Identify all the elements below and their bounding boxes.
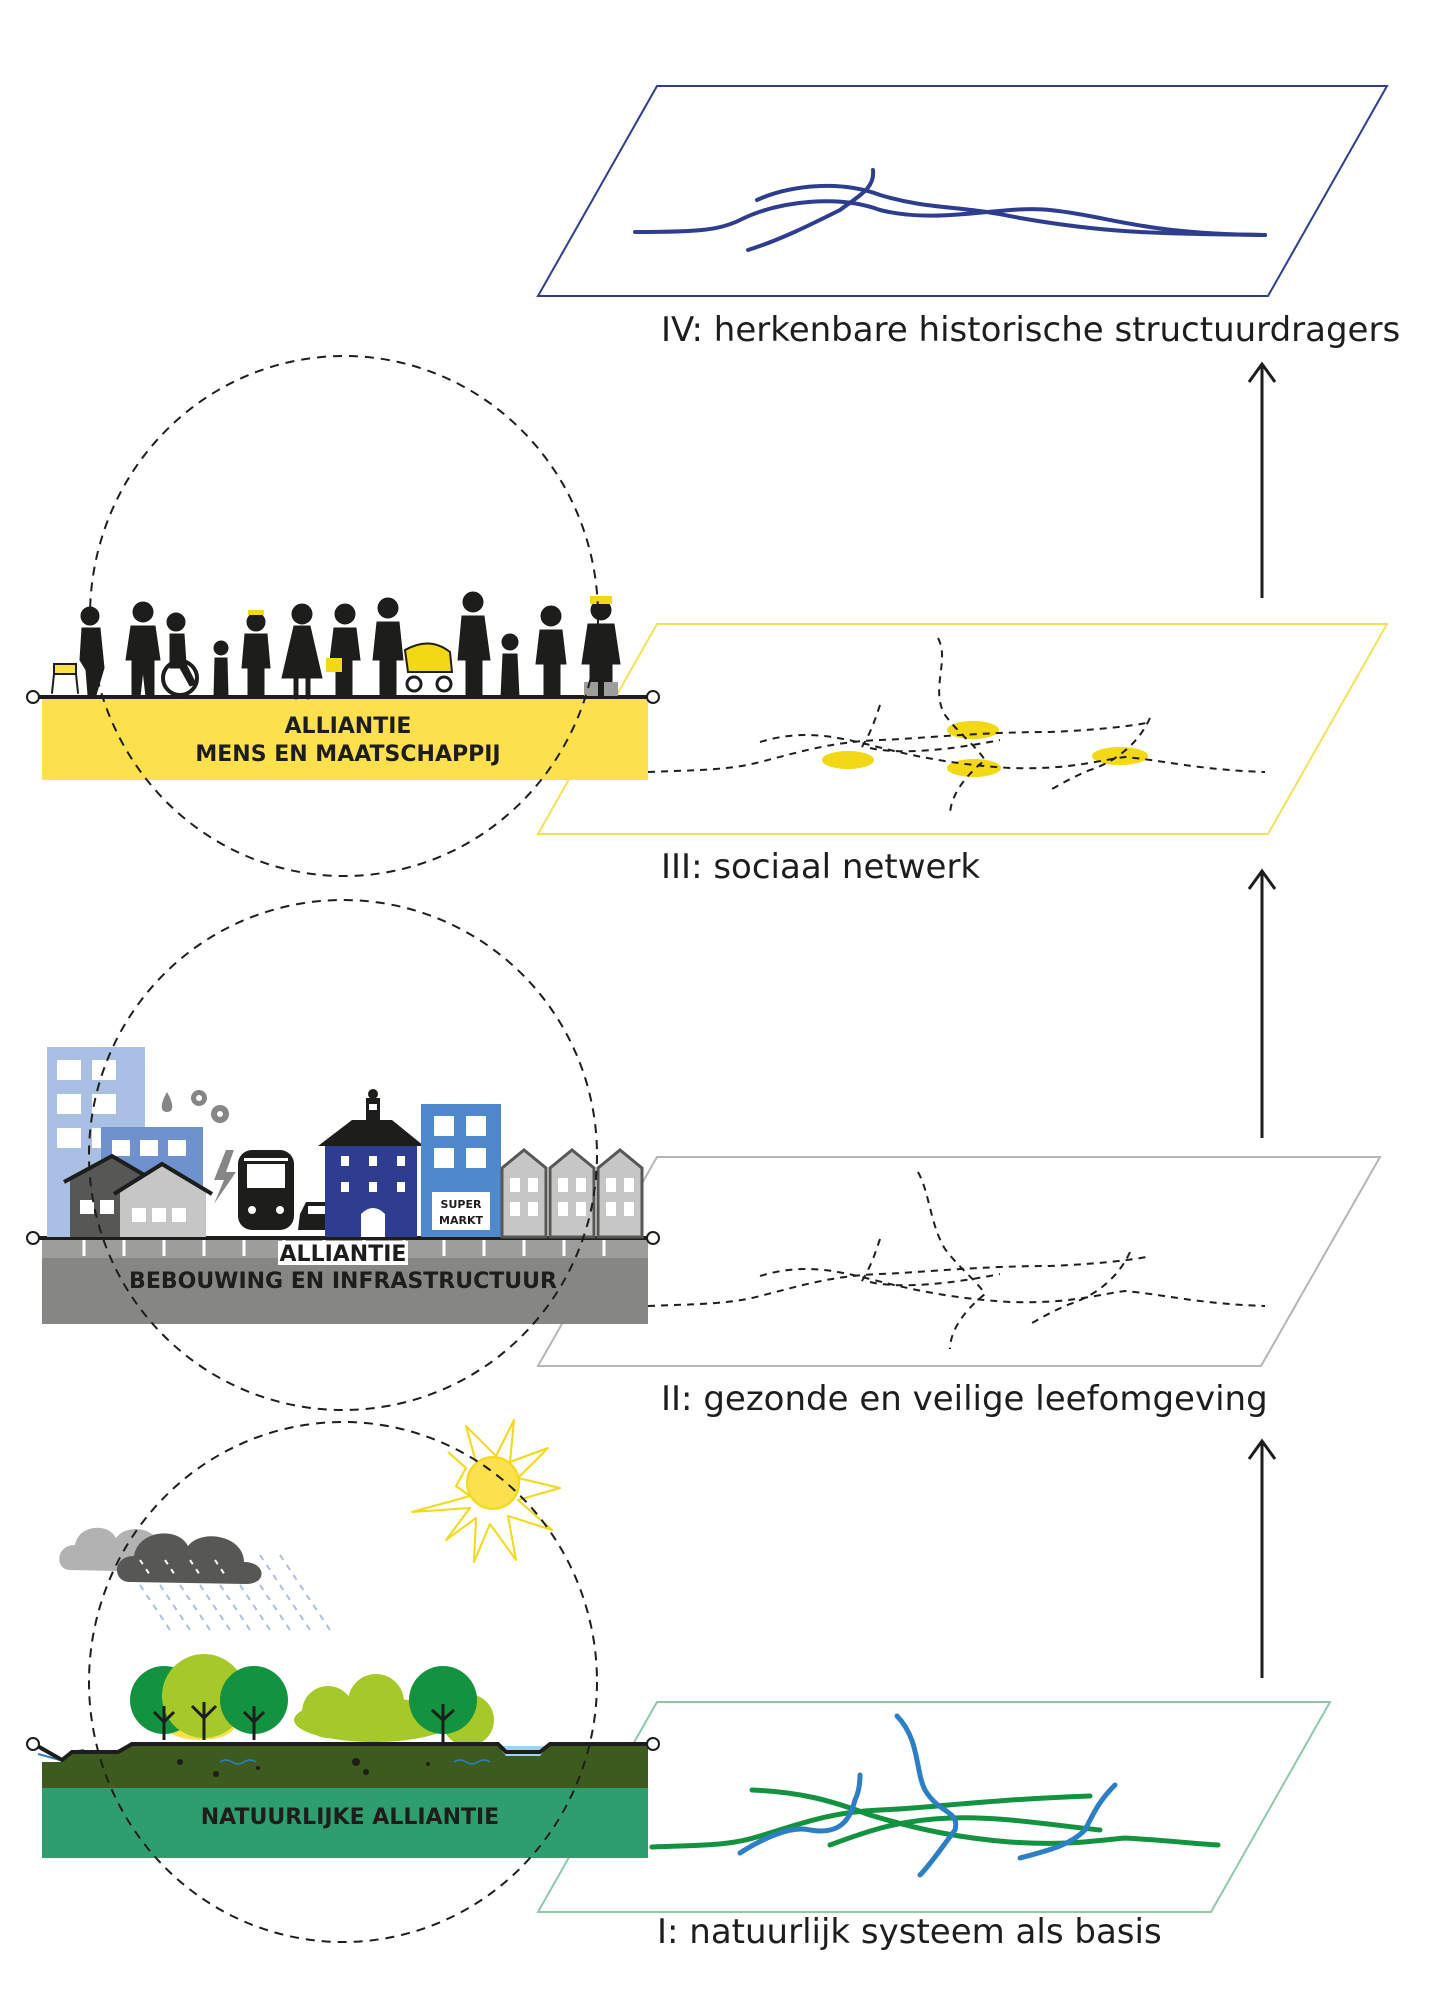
layer-3-label: III: sociaal netwerk (661, 847, 980, 887)
alliance-1-line2: MENS EN MAATSCHAPPIJ (195, 742, 500, 767)
alliance-3-scope-circle (88, 1421, 598, 1943)
row-houses-icon (500, 1148, 644, 1239)
arrow-up-icon (1247, 361, 1277, 598)
layer-1-blue-lines (737, 1713, 1118, 1878)
alliance-band-green (42, 1788, 648, 1858)
tree-icon (130, 1654, 494, 1746)
town-hall-icon (318, 1089, 424, 1237)
alliance-1-line1: ALLIANTIE (285, 714, 412, 739)
alliance-natuurlijk: NATUURLIJKE ALLIANTIE (26, 1419, 660, 1943)
layer-4-plane (536, 85, 1389, 297)
layer-4-label: IV: herkenbare historische structuurdrag… (661, 310, 1400, 350)
lightning-icon (214, 1150, 236, 1204)
layer-3-network-lines (647, 637, 1266, 816)
water-drop-icon (161, 1092, 173, 1112)
layer-3: III: sociaal netwerk (536, 623, 1389, 887)
svg-text:SUPER: SUPER (441, 1198, 482, 1211)
supermarket-icon: SUPER MARKT (421, 1104, 501, 1237)
alliance-1-scope-circle (89, 355, 599, 877)
alliance-2-line1: ALLIANTIE (280, 1242, 407, 1267)
alliance-mens-maatschappij: ALLIANTIE MENS EN MAATSCHAPPIJ (26, 355, 660, 877)
alliance-2-scope-circle (88, 899, 598, 1411)
arrow-up-icon (1247, 1438, 1277, 1678)
layer-4: IV: herkenbare historische structuurdrag… (536, 85, 1400, 350)
alliance-2-line2: BEBOUWING EN INFRASTRUCTUUR (129, 1269, 557, 1294)
layer-1-green-lines (649, 1787, 1221, 1850)
svg-text:MARKT: MARKT (439, 1214, 483, 1227)
layer-4-historic-lines (633, 168, 1267, 252)
layer-2-label: II: gezonde en veilige leefomgeving (661, 1379, 1268, 1419)
alliance-band-yellow (42, 698, 648, 780)
sun-icon (411, 1419, 561, 1563)
soil-band (42, 1744, 648, 1788)
rain-cloud-icon (59, 1527, 331, 1631)
arrow-up-icon (1247, 868, 1277, 1138)
layer-2-network-lines (647, 1171, 1266, 1350)
train-icon (238, 1150, 294, 1230)
alliance-bebouwing-infrastructuur: SUPER MARKT ALLIANTIE BEBOUWING EN INFRA… (26, 899, 660, 1411)
layer-2: II: gezonde en veilige leefomgeving (536, 1156, 1382, 1419)
alliance-3-label: NATUURLIJKE ALLIANTIE (201, 1805, 499, 1830)
gear-icon (191, 1090, 229, 1123)
buildings-icon (47, 1047, 214, 1237)
people-icon (51, 591, 621, 700)
layer-1: I: natuurlijk systeem als basis (536, 1701, 1332, 1952)
layer-2-plane (536, 1156, 1382, 1367)
layer-1-label: I: natuurlijk systeem als basis (657, 1912, 1162, 1952)
